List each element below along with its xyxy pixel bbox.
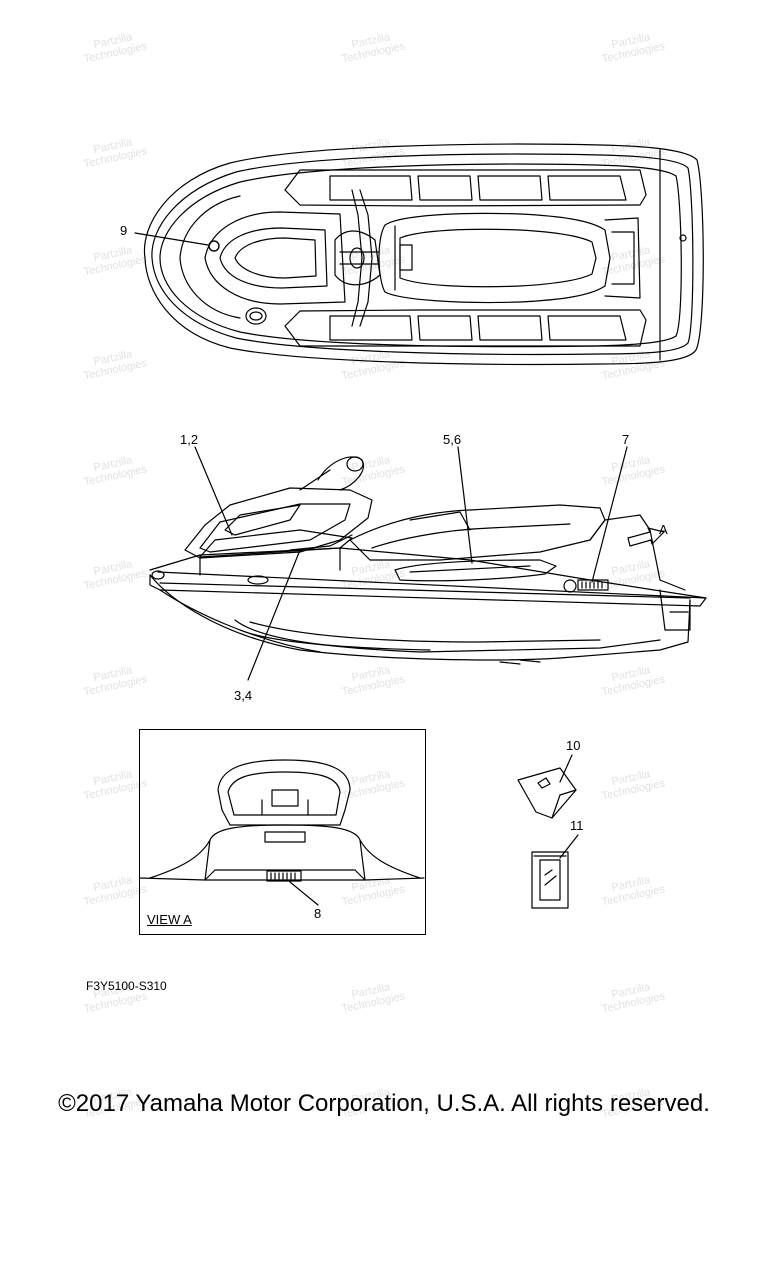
callout-1-2: 1,2 <box>180 432 199 447</box>
leader-8 <box>289 881 319 906</box>
leader-3-4 <box>247 549 301 681</box>
drawing-code: F3Y5100-S310 <box>86 979 167 993</box>
callout-11: 11 <box>570 818 584 833</box>
callout-5-6: 5,6 <box>443 432 462 447</box>
callout-view-a: A <box>659 522 668 537</box>
rear-view-watercraft <box>139 759 425 882</box>
leader-1-2 <box>194 446 233 536</box>
view-a-arrow <box>627 527 665 547</box>
leader-5-6 <box>457 446 473 564</box>
view-a-label: VIEW A <box>147 912 192 927</box>
view-a-frame <box>139 729 426 935</box>
callout-10: 10 <box>566 738 581 753</box>
leader-10 <box>559 754 573 783</box>
side-view-watercraft <box>149 456 707 665</box>
callout-9: 9 <box>120 223 128 238</box>
leader-7 <box>591 446 628 583</box>
callout-3-4: 3,4 <box>234 688 253 703</box>
callout-8: 8 <box>314 906 322 921</box>
card-11 <box>531 851 569 909</box>
leader-9 <box>134 232 209 246</box>
copyright-notice: ©2017 Yamaha Motor Corporation, U.S.A. A… <box>58 1090 710 1117</box>
top-view-watercraft <box>143 143 704 366</box>
leader-11 <box>559 834 579 859</box>
callout-7: 7 <box>622 432 630 447</box>
sticker-10 <box>517 767 577 819</box>
